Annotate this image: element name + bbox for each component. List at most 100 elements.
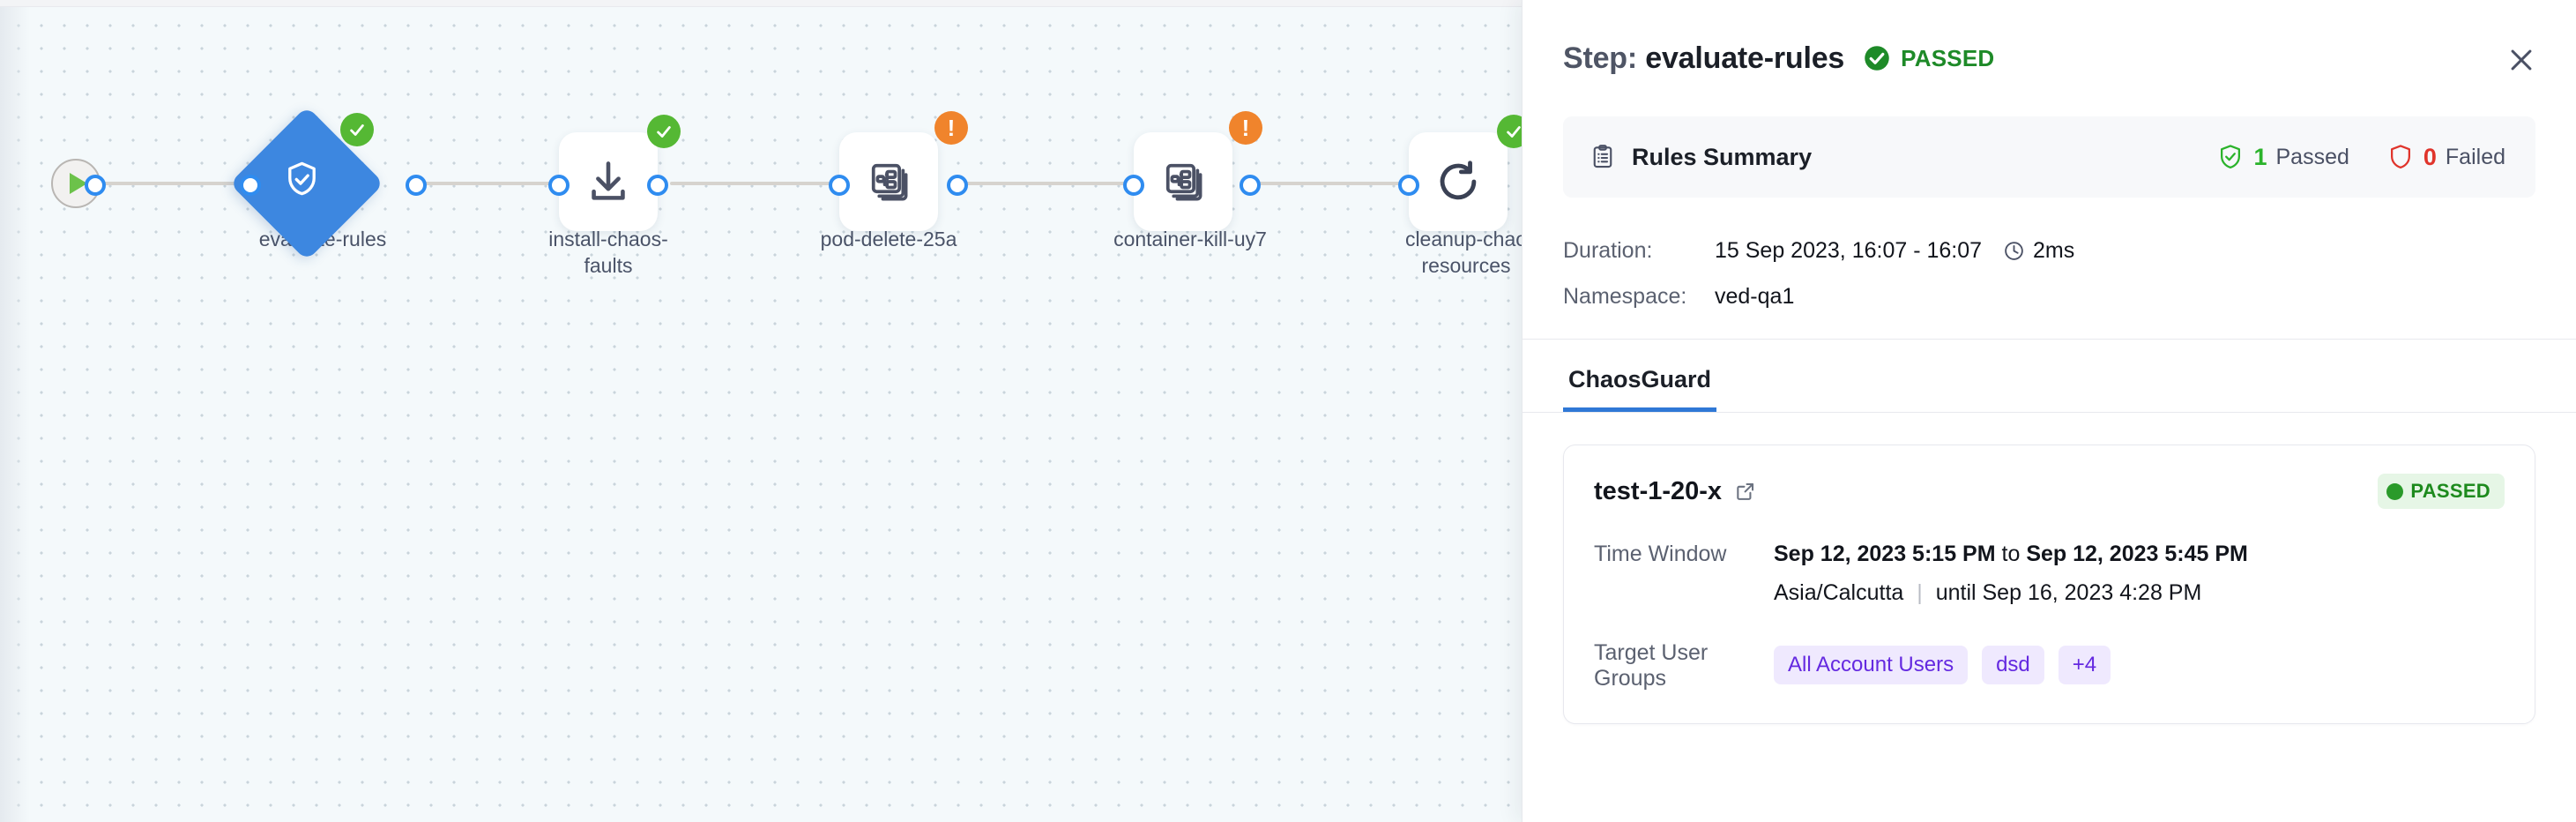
rules-failed-count: 0 [2423, 143, 2437, 170]
test-status-badge: PASSED [2378, 474, 2505, 509]
port-install-out[interactable] [647, 175, 668, 196]
clipboard-icon [1593, 145, 1612, 168]
namespace-label: Namespace: [1563, 283, 1687, 309]
rules-failed-group: 0 Failed [2386, 143, 2505, 171]
node-pod-delete-25a[interactable] [839, 132, 938, 231]
tab-chaosguard[interactable]: ChaosGuard [1563, 366, 1717, 412]
port-pod-delete-out[interactable] [947, 175, 968, 196]
step-details-drawer: Step: evaluate-rules PASSED [1522, 0, 2576, 822]
node-container-kill-uy7[interactable] [1134, 132, 1232, 231]
test-status-text: PASSED [2410, 480, 2490, 502]
edge-pod-to-container [957, 182, 1134, 185]
time-window-row: Time Window Sep 12, 2023 5:15 PM to Sep … [1594, 539, 2505, 608]
node-label-line1: cleanup-chao [1404, 228, 1522, 250]
clock-icon [2005, 241, 2023, 260]
time-window-range: Sep 12, 2023 5:15 PM to Sep 12, 2023 5:4… [1774, 539, 2248, 569]
chaos-experiment-icon [871, 163, 908, 201]
shield-check-icon [2221, 145, 2241, 168]
top-strip [0, 0, 2576, 7]
node-label-line2: resources [1421, 254, 1511, 277]
rules-passed-group: 1 Passed [2216, 143, 2349, 171]
edge-container-to-cleanup [1250, 182, 1426, 185]
test-card-header: test-1-20-x PASSED [1594, 474, 2505, 509]
shield-check-icon [288, 161, 323, 199]
port-install-in[interactable] [548, 175, 570, 196]
shield-icon [2390, 145, 2410, 168]
namespace-row: Namespace: ved-qa1 [1563, 273, 2535, 319]
node-label-install-chaos-faults: install-chaos- faults [529, 226, 688, 279]
drawer-tabs: ChaosGuard [1523, 340, 2576, 412]
drawer-header: Step: evaluate-rules PASSED [1523, 0, 2576, 116]
external-link-icon[interactable] [1734, 480, 1757, 503]
port-cleanup-in[interactable] [1398, 175, 1419, 196]
status-text: PASSED [1901, 44, 1995, 71]
status-badge: PASSED [1864, 45, 1994, 72]
time-window-until: until Sep 16, 2023 4:28 PM [1935, 580, 2202, 605]
refresh-icon [1440, 161, 1477, 200]
node-label-line1: install-chaos- [548, 228, 668, 250]
status-badge-success-install [647, 115, 681, 148]
rules-summary-title: Rules Summary [1632, 143, 1813, 170]
play-icon [69, 173, 87, 194]
target-user-groups-row: Target User Groups All Account Users dsd… [1594, 638, 2505, 691]
test-name: test-1-20-x [1594, 476, 1723, 505]
node-install-chaos-faults[interactable] [559, 132, 658, 231]
duration-elapsed-group: 2ms [2003, 238, 2074, 264]
node-label-line2: faults [584, 254, 633, 277]
user-group-chip[interactable]: dsd [1982, 645, 2044, 684]
duration-elapsed: 2ms [2033, 237, 2075, 263]
duration-row: Duration: 15 Sep 2023, 16:07 - 16:07 2ms [1563, 228, 2535, 273]
duration-label: Duration: [1563, 237, 1653, 263]
chaos-experiment-icon [1165, 163, 1202, 201]
port-container-kill-in[interactable] [1123, 175, 1144, 196]
divider-below-tabs [1523, 412, 2576, 413]
time-window-timezone: Asia/Calcutta [1774, 580, 1904, 605]
user-group-overflow-chip[interactable]: +4 [2058, 645, 2111, 684]
port-evaluate-out[interactable] [406, 175, 427, 196]
edge-start-to-evaluate [92, 182, 256, 185]
edge-evaluate-to-install [418, 182, 559, 185]
time-window-separator: | [1917, 580, 1923, 605]
namespace-value: ved-qa1 [1715, 283, 1795, 309]
divider-above-tabs [1523, 339, 2576, 340]
chaosguard-test-card: test-1-20-x PASSED Time Window Sep 12, 2 [1563, 445, 2535, 724]
node-cleanup-chaos-resources[interactable] [1409, 132, 1508, 231]
rules-summary-card: Rules Summary 1 Passed 0 Failed [1563, 116, 2535, 198]
step-title-name: evaluate-rules [1645, 41, 1845, 75]
rules-summary-counts: 1 Passed 0 Failed [2216, 143, 2505, 171]
edge-install-to-pod [670, 182, 838, 185]
node-label-container-kill-uy7: container-kill-uy7 [1113, 228, 1267, 250]
node-label-pod-delete-25a: pod-delete-25a [820, 228, 957, 250]
step-meta: Duration: 15 Sep 2023, 16:07 - 16:07 2ms… [1563, 228, 2535, 319]
user-group-chip[interactable]: All Account Users [1774, 645, 1969, 684]
check-circle-icon [1865, 46, 1889, 71]
duration-value: 15 Sep 2023, 16:07 - 16:07 2ms [1715, 238, 2074, 264]
time-window-end: Sep 12, 2023 5:45 PM [2026, 542, 2248, 566]
page-title: Step: evaluate-rules [1563, 41, 1844, 76]
port-start-out[interactable] [85, 175, 106, 196]
time-window-value: Sep 12, 2023 5:15 PM to Sep 12, 2023 5:4… [1774, 539, 2248, 608]
time-window-start: Sep 12, 2023 5:15 PM [1774, 542, 1996, 566]
download-icon [592, 161, 625, 200]
port-evaluate-in[interactable] [240, 175, 261, 196]
status-badge-warning-pod-delete: ! [934, 111, 968, 145]
status-badge-warning-container-kill: ! [1229, 111, 1262, 145]
rules-passed-count: 1 [2253, 143, 2267, 170]
time-window-join: to [2001, 542, 2021, 566]
rules-failed-label: Failed [2445, 144, 2505, 169]
step-title-prefix: Step: [1563, 41, 1638, 75]
close-icon[interactable] [2500, 39, 2542, 81]
time-window-label: Time Window [1594, 542, 1727, 566]
duration-range: 15 Sep 2023, 16:07 - 16:07 [1715, 237, 1983, 263]
node-label-cleanup-chaos-resources: cleanup-chao resources [1365, 226, 1522, 279]
rules-passed-label: Passed [2275, 144, 2349, 169]
port-container-kill-out[interactable] [1240, 175, 1261, 196]
status-badge-success-cleanup [1497, 115, 1522, 148]
port-pod-delete-in[interactable] [829, 175, 850, 196]
pipeline-canvas[interactable]: evaluate-rules install-chaos- faults [0, 7, 1522, 822]
time-window-meta: Asia/Calcutta | until Sep 16, 2023 4:28 … [1774, 578, 2248, 608]
rules-summary-left: Rules Summary [1590, 144, 1812, 171]
status-badge-success-evaluate [340, 113, 374, 146]
status-dot-icon [2386, 482, 2404, 500]
